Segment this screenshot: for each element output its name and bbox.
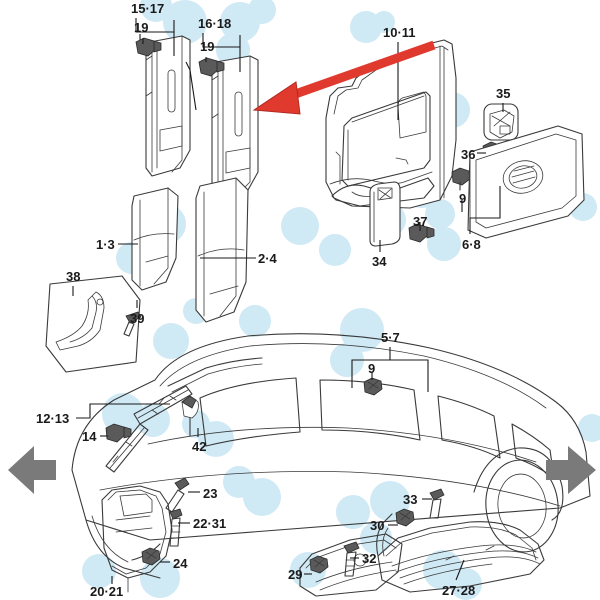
- callout-label[interactable]: 19: [200, 39, 215, 54]
- highlight-circle: [330, 343, 364, 377]
- part-5-7-clip: [363, 377, 383, 396]
- part-30-clip: [395, 508, 415, 527]
- callout-label[interactable]: 1·3: [96, 237, 115, 252]
- callout-label[interactable]: 16·18: [198, 16, 232, 31]
- trim-panel-6-8: [467, 125, 585, 239]
- prev-page-arrow[interactable]: [8, 446, 56, 494]
- callout-label[interactable]: 10·11: [383, 25, 416, 40]
- part-22-31-screw: [169, 508, 183, 547]
- callout-label[interactable]: 33: [403, 492, 418, 507]
- part-9-clip-right: [451, 167, 471, 191]
- callout-label[interactable]: 23: [203, 486, 218, 501]
- callout-label[interactable]: 36: [461, 147, 476, 162]
- callout-label[interactable]: 6·8: [462, 237, 481, 252]
- callout-label[interactable]: 39: [130, 311, 145, 326]
- highlight-circle: [373, 11, 395, 33]
- part-37-clip: [408, 223, 435, 243]
- clip-part-19-b: [198, 57, 225, 77]
- callout-label[interactable]: 2·4: [258, 251, 277, 266]
- red-pointer-arrow: [252, 40, 436, 115]
- callout-label[interactable]: 14: [82, 429, 97, 444]
- pillar-trim-right-upper: [211, 55, 259, 199]
- callout-label[interactable]: 37: [413, 214, 428, 229]
- highlight-circle: [82, 554, 116, 588]
- callout-label[interactable]: 29: [288, 567, 303, 582]
- callout-label[interactable]: 22·31: [193, 516, 227, 531]
- pillar-trim-left-upper: [145, 35, 191, 177]
- leader-lines: [72, 18, 504, 584]
- callout-label[interactable]: 24: [173, 556, 188, 571]
- callout-label[interactable]: 15·17: [131, 1, 165, 16]
- pillar-trim-right-lower: [195, 177, 249, 323]
- part-29-clip: [309, 555, 329, 574]
- highlight-circle: [319, 234, 351, 266]
- highlight-circle: [427, 227, 461, 261]
- highlight-circle: [239, 305, 271, 337]
- quarter-trim-panel-10-11: [325, 39, 457, 209]
- highlight-circle: [243, 478, 281, 516]
- part-34-trim: [369, 181, 401, 247]
- part-35-socket: [483, 103, 519, 141]
- callout-label[interactable]: 34: [372, 254, 387, 269]
- highlight-circle: [578, 414, 600, 442]
- callout-label[interactable]: 38: [66, 269, 81, 284]
- highlight-circle: [336, 495, 370, 529]
- next-page-arrow[interactable]: [546, 446, 596, 494]
- highlight-circle: [153, 323, 189, 359]
- part-33-screw: [429, 488, 445, 519]
- part-24-clip: [141, 547, 161, 566]
- callout-label[interactable]: 32: [362, 551, 377, 566]
- part-12-13-clip-14: [105, 423, 132, 443]
- callout-label[interactable]: 9: [459, 191, 467, 206]
- callout-label[interactable]: 42: [192, 439, 207, 454]
- callout-label[interactable]: 12·13: [36, 411, 70, 426]
- callout-label[interactable]: 5·7: [381, 330, 400, 345]
- detail-box-38: [45, 275, 141, 373]
- callout-label[interactable]: 9: [368, 361, 376, 376]
- kick-panel-20-21: [101, 485, 173, 593]
- callout-label[interactable]: 27·28: [442, 583, 476, 598]
- part-23-screw: [165, 477, 190, 513]
- highlight-circle: [425, 199, 455, 229]
- callout-label[interactable]: 30: [370, 518, 385, 533]
- highlight-circle: [340, 308, 384, 352]
- highlight-circle: [248, 0, 276, 24]
- highlight-circle: [360, 522, 392, 554]
- clip-part-19-a: [135, 37, 162, 57]
- callout-label[interactable]: 20·21: [90, 584, 124, 599]
- vehicle-side-view: [71, 333, 591, 579]
- side-sill-27-28: [376, 513, 545, 593]
- pillar-trim-left-lower: [131, 187, 179, 291]
- highlight-circle: [281, 207, 319, 245]
- callout-label[interactable]: 19: [134, 20, 149, 35]
- part-42-clip: [181, 395, 199, 437]
- callout-label[interactable]: 35: [496, 86, 511, 101]
- part-39-bolt: [123, 311, 142, 337]
- highlight-circle: [198, 421, 234, 457]
- part-32-screw: [343, 541, 360, 577]
